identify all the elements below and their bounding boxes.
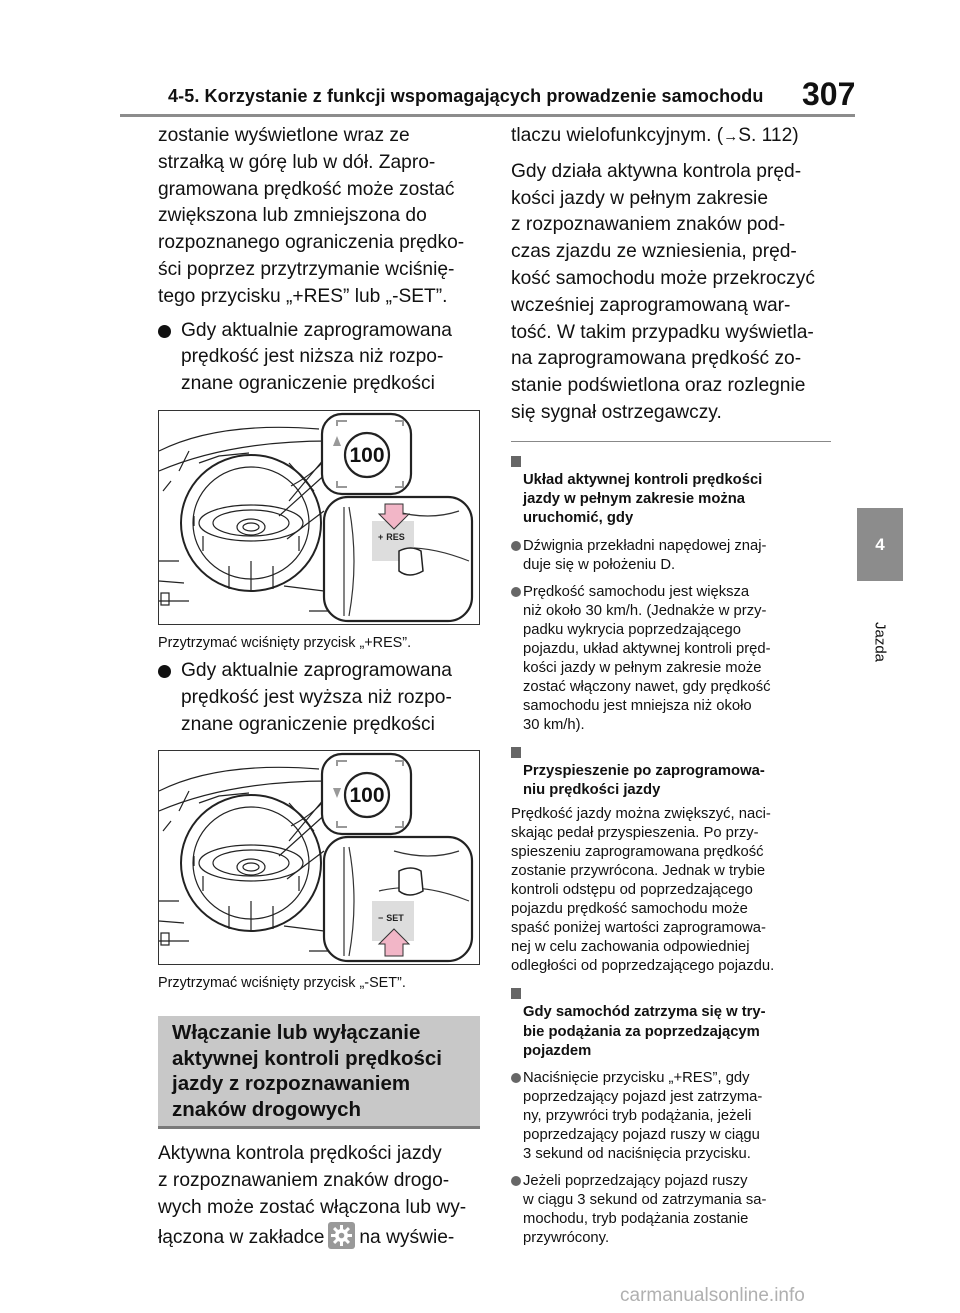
caption-res: Przytrzymać wciśnięty przycisk „+RES”. (158, 634, 412, 651)
bullet-dot (511, 586, 521, 597)
caption-set: Przytrzymać wciśnięty przycisk „-SET”. (158, 975, 406, 992)
subheading-acceleration: Przyspieszenie po zaprogramowa- niu pręd… (511, 743, 831, 801)
square-bullet (511, 746, 521, 758)
page-reference-arrow-icon: → (723, 128, 739, 145)
bullet-dot (511, 1176, 521, 1186)
chapter-tab-label: Jazda (869, 612, 891, 672)
press-arrow-icon (377, 928, 411, 957)
list-item-text: Prędkość samochodu jest większa niż okoł… (523, 583, 771, 733)
chapter-tab-label-text: Jazda (871, 621, 889, 663)
subheading-stop: Gdy samochód zatrzyma się w try- bie pod… (511, 984, 831, 1061)
reference-text: tlaczu wielofunkcyjnym. ( (511, 125, 724, 146)
right-column: tlaczu wielofunkcyjnym. (→S. 112) Gdy dz… (511, 123, 831, 1248)
subheading-activation: Układ aktywnej kontroli prędkości jazdy … (511, 452, 831, 529)
outro-text: Aktywna kontrola prędkości jazdy z rozpo… (158, 1143, 467, 1248)
list-item: Dźwignia przekładni napędowej znaj- duje… (511, 537, 831, 575)
button-sign: + (378, 532, 383, 542)
list-item-text: Dźwignia przekładni napędowej znaj- duje… (523, 537, 767, 573)
list-item-text: Jeżeli poprzedzający pojazd ruszy w ciąg… (523, 1173, 767, 1246)
list-item: Jeżeli poprzedzający pojazd ruszy w ciąg… (511, 1172, 831, 1248)
square-bullet (511, 455, 521, 467)
bullet-dot (158, 324, 171, 338)
page-number: 307 (802, 76, 856, 112)
list-item-text: Naciśnięcie przycisku „+RES”, gdy poprze… (523, 1070, 763, 1162)
svg-text:+RES: +RES (378, 532, 405, 542)
section-divider (511, 440, 831, 442)
acceleration-paragraph: Prędkość jazdy można zwiększyć, naci- sk… (511, 806, 775, 975)
arrow-up-icon (333, 435, 341, 446)
page-reference: S. 112) (738, 125, 799, 146)
list-item: Naciśnięcie przycisku „+RES”, gdy poprze… (511, 1069, 831, 1164)
subheading-text: Gdy samochód zatrzyma się w try- bie pod… (523, 1004, 766, 1059)
left-column: zostanie wyświetlone wraz ze strzałką w … (158, 123, 480, 1252)
subheading-text: Układ aktywnej kontroli prędkości jazdy … (523, 471, 763, 527)
list-item: Prędkość samochodu jest większa niż okoł… (511, 583, 831, 735)
bullet-higher-speed: Gdy aktualnie zaprogramowana prędkość je… (158, 658, 480, 738)
settings-gear-icon (328, 1221, 356, 1249)
section-heading-box: Włączanie lub wyłączanie aktywnej kontro… (158, 1016, 480, 1130)
outro-text-end: na wyświe- (359, 1226, 455, 1248)
watermark: carmanualsonline.info (620, 1285, 805, 1306)
bullet-text: Gdy aktualnie zaprogramowana prędkość je… (181, 659, 452, 735)
bullet-dot (511, 1073, 521, 1083)
press-arrow-icon (377, 503, 411, 530)
arrow-down-icon (333, 788, 341, 799)
subheading-text: Przyspieszenie po zaprogramowa- niu pręd… (523, 762, 765, 798)
illustration-res-button: 100 +RES (158, 409, 480, 625)
chapter-title: 4-5. Korzystanie z funkcji wspomagającyc… (168, 86, 764, 106)
bullet-dot (158, 664, 171, 678)
button-label: RES (386, 532, 405, 542)
speed-limit-value: 100 (349, 444, 384, 467)
header-divider (120, 114, 855, 117)
bullet-text: Gdy aktualnie zaprogramowana prędkość je… (181, 319, 452, 395)
square-bullet (511, 988, 521, 1000)
reference-paragraph: tlaczu wielofunkcyjnym. (→S. 112) (511, 123, 831, 151)
bullet-dot (511, 540, 521, 551)
downhill-paragraph: Gdy działa aktywna kontrola pręd- kości … (511, 160, 815, 423)
bullet-lower-speed: Gdy aktualnie zaprogramowana prędkość je… (158, 318, 480, 398)
svg-text:−SET: −SET (378, 913, 404, 923)
button-sign: − (378, 913, 383, 923)
illustration-set-button: 100 −SET (158, 750, 480, 966)
button-label: SET (386, 913, 404, 923)
speed-limit-value: 100 (349, 784, 384, 807)
section-heading: Włączanie lub wyłączanie aktywnej kontro… (172, 1021, 442, 1121)
intro-paragraph: zostanie wyświetlone wraz ze strzałką w … (158, 125, 465, 307)
chapter-tab: 4 (857, 508, 903, 581)
outro-paragraph: Aktywna kontrola prędkości jazdy z rozpo… (158, 1141, 480, 1251)
